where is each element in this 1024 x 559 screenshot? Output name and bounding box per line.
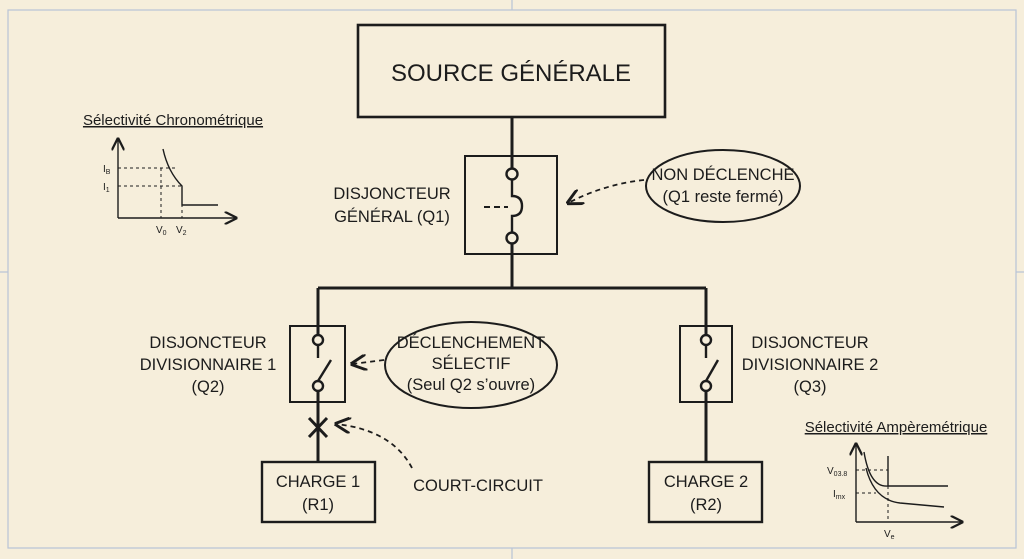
chrono-ytick2-main: I xyxy=(103,182,106,193)
ampere-ytick2-sub: mx xyxy=(836,494,846,501)
chrono-ytick1-sub: B xyxy=(106,169,111,176)
ampere-ytick1-sub: 03.8 xyxy=(834,471,848,478)
ampere-inset: Sélectivité Ampèremétrique V03.8 Imx Ve xyxy=(805,419,988,541)
q1-label-line2: GÉNÉRAL (Q1) xyxy=(334,207,450,226)
ampere-ytick1-main: V xyxy=(827,466,834,477)
chrono-title: Sélectivité Chronométrique xyxy=(83,112,263,129)
q3-label-line2: DIVISIONNAIRE 2 xyxy=(742,356,879,374)
q1-note-line2: (Q1 reste fermé) xyxy=(662,188,783,206)
chrono-xtick1-main: V xyxy=(156,225,163,236)
charge1-box xyxy=(260,460,377,524)
ampere-ytick2-main: I xyxy=(833,489,836,500)
breaker-q1 xyxy=(464,155,558,255)
chrono-xtick2-sub: 2 xyxy=(183,230,187,237)
q1-note-arrow xyxy=(568,179,645,203)
svg-text:Ve: Ve xyxy=(884,529,895,541)
breaker-q3 xyxy=(679,325,733,403)
source-title: SOURCE GÉNÉRALE xyxy=(391,60,631,87)
q2-note-arrow xyxy=(352,360,385,364)
chrono-xtick1-sub: 0 xyxy=(163,230,167,237)
q2-note-line3: (Seul Q2 s’ouvre) xyxy=(407,376,535,394)
q2-note-bubble xyxy=(384,321,558,409)
svg-text:V03.8: V03.8 xyxy=(827,466,847,478)
q1-note-bubble xyxy=(645,149,801,223)
breaker-q2 xyxy=(289,325,346,403)
fault-label: COURT-CIRCUIT xyxy=(413,477,543,495)
charge2-line2: (R2) xyxy=(690,496,722,514)
charge2-box xyxy=(647,460,764,524)
q3-label-line3: (Q3) xyxy=(794,378,827,396)
svg-text:IB: IB xyxy=(103,164,111,176)
chrono-ytick1-main: I xyxy=(103,164,106,175)
q1-note-line1: NON DÉCLENCHE xyxy=(651,165,794,184)
charge1-line1: CHARGE 1 xyxy=(276,473,360,491)
fault-cross-icon xyxy=(307,416,329,439)
q2-label-line2: DIVISIONNAIRE 1 xyxy=(140,356,277,374)
charge2-line1: CHARGE 2 xyxy=(664,473,748,491)
svg-text:V2: V2 xyxy=(176,225,187,237)
q2-label-line1: DISJONCTEUR xyxy=(149,334,266,352)
q2-label-line3: (Q2) xyxy=(192,378,225,396)
chrono-inset: Sélectivité Chronométrique IB I1 V0 V2 xyxy=(83,112,263,237)
q3-label-line1: DISJONCTEUR xyxy=(751,334,868,352)
chrono-xtick2-main: V xyxy=(176,225,183,236)
charge1-line2: (R1) xyxy=(302,496,334,514)
svg-text:I1: I1 xyxy=(103,182,110,194)
ampere-xtick1-sub: e xyxy=(891,534,895,541)
svg-text:V0: V0 xyxy=(156,225,167,237)
q2-note-line2: SÉLECTIF xyxy=(432,354,511,373)
q2-note-line1: DÉCLENCHEMENT xyxy=(397,333,546,352)
ampere-xtick1-main: V xyxy=(884,529,891,540)
chrono-ytick2-sub: 1 xyxy=(106,187,110,194)
q1-label-line1: DISJONCTEUR xyxy=(333,185,450,203)
ampere-title: Sélectivité Ampèremétrique xyxy=(805,419,988,436)
svg-text:Imx: Imx xyxy=(833,489,846,501)
